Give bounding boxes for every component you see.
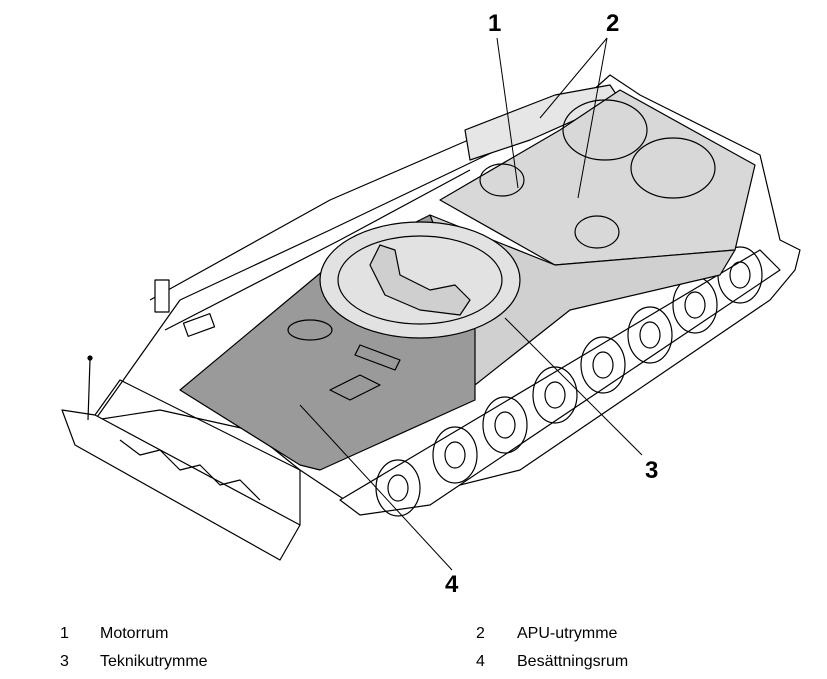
legend-number: 3 [60,653,69,670]
legend-label: Besättningsrum [517,653,629,670]
legend-number: 2 [476,625,485,642]
legend-label: Motorrum [100,625,169,642]
leader-lines [299,37,643,571]
engine-grilles [479,99,716,249]
legend-label: APU-utrymme [517,625,618,642]
legend-label: Teknikutrymme [100,653,208,670]
callout-1: 1 [488,10,502,37]
dozer-blade [61,355,301,561]
callout-2: 2 [606,10,620,37]
callout-3: 3 [645,457,659,484]
legend-number: 4 [476,653,485,670]
turret-ring [319,221,521,339]
legend-number: 1 [60,625,69,642]
callout-4: 4 [445,571,459,598]
vehicle-cutaway-illustration [61,37,801,571]
